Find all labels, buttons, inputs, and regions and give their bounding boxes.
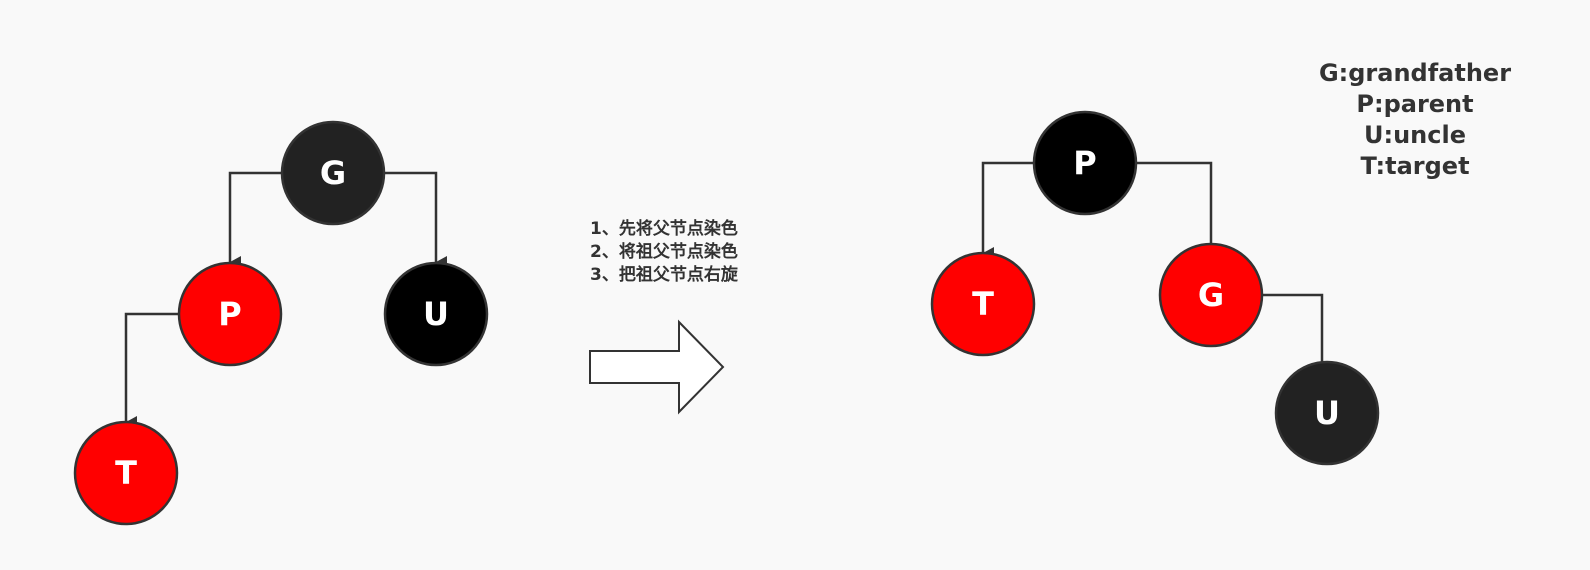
node-circle [1158,242,1264,348]
transform-arrow [589,319,725,415]
edge-p-to-g [1136,161,1222,276]
node-label: T [115,454,137,492]
before-edges [124,171,447,428]
node-label: P [1073,144,1096,182]
node-label: G [320,154,346,192]
node-circle [1274,360,1380,466]
node-label: U [1314,394,1340,432]
edge-g-to-u [1262,293,1333,381]
node-circle [930,251,1036,357]
steps-text: 1、先将父节点染色 2、将祖父节点染色 3、把祖父节点右旋 [590,218,738,287]
node-label: T [972,285,994,323]
node-label: G [1198,276,1224,314]
node-label: U [423,295,449,333]
edge-p-to-t [124,312,179,428]
legend-item-uncle: U:uncle [1364,121,1466,149]
edge-g-to-p [228,171,282,268]
legend: G:grandfather P:parent U:uncle T:target [1300,58,1530,182]
node-circle [177,261,283,367]
step-2: 2、将祖父节点染色 [590,242,738,262]
node-circle [1032,110,1138,216]
node-label: P [218,295,241,333]
before-node-p: P [177,261,283,367]
after-edges [981,161,1333,381]
node-circle [383,261,489,367]
edge-p-to-t [981,161,1034,259]
step-3: 3、把祖父节点右旋 [590,265,738,285]
after-node-u: U [1274,360,1380,466]
step-1: 1、先将父节点染色 [590,219,738,239]
edge-g-to-u [384,171,447,268]
after-node-p: P [1032,110,1138,216]
legend-item-parent: P:parent [1356,90,1474,118]
before-node-t: T [73,420,179,526]
before-node-g: G [280,120,386,226]
after-node-t: T [930,251,1036,357]
legend-item-grandfather: G:grandfather [1318,59,1512,87]
node-circle [73,420,179,526]
node-circle [280,120,386,226]
after-node-g: G [1158,242,1264,348]
before-node-u: U [383,261,489,367]
legend-item-target: T:target [1360,152,1470,180]
